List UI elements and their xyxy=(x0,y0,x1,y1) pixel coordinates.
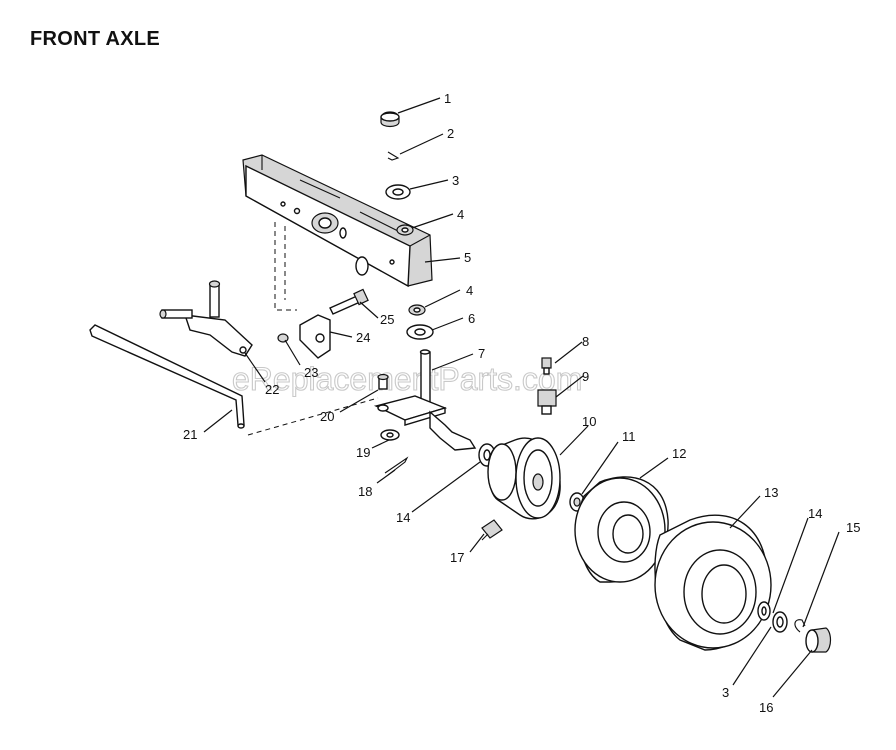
callout-label: 5 xyxy=(464,250,471,265)
callout-label: 12 xyxy=(672,446,686,461)
tire xyxy=(574,476,669,583)
callout-label: 17 xyxy=(450,550,464,565)
callout-label: 2 xyxy=(447,126,454,141)
nut xyxy=(277,333,289,343)
steering-arm xyxy=(159,280,253,357)
callout-label: 6 xyxy=(468,311,475,326)
bushing xyxy=(396,224,414,236)
callout-label: 21 xyxy=(183,427,197,442)
callout-label: 3 xyxy=(722,685,729,700)
callout-label: 1 xyxy=(444,91,451,106)
watermark: eReplacementParts.com xyxy=(232,361,582,397)
bolt xyxy=(377,373,389,390)
callout-label: 22 xyxy=(265,382,279,397)
callout-label: 14 xyxy=(808,506,822,521)
assembly-guide-line xyxy=(274,222,297,311)
callout-label: 20 xyxy=(320,409,334,424)
callout-labels: 1 2 3 4 5 4 6 7 8 9 10 11 12 13 14 15 3 … xyxy=(183,91,860,715)
callout-label: 13 xyxy=(764,485,778,500)
callout-label: 19 xyxy=(356,445,370,460)
cap xyxy=(380,111,400,128)
cotter-pin xyxy=(384,456,409,476)
wheel-rim xyxy=(487,437,561,520)
tire xyxy=(654,514,772,651)
callout-label: 11 xyxy=(622,429,636,444)
callout-label: 9 xyxy=(582,369,589,384)
callout-label: 25 xyxy=(380,312,394,327)
washer xyxy=(406,324,434,340)
axle-beam xyxy=(242,154,433,288)
callout-label: 14 xyxy=(396,510,410,525)
drag-link xyxy=(89,324,245,429)
bolt xyxy=(329,288,369,315)
assembly-guide-line xyxy=(247,397,379,436)
callout-label: 4 xyxy=(457,207,464,222)
callout-label: 10 xyxy=(582,414,596,429)
callout-label: 3 xyxy=(452,173,459,188)
diagram-title: FRONT AXLE xyxy=(30,28,161,50)
grease-fitting xyxy=(537,389,557,415)
washer xyxy=(385,184,411,200)
clip xyxy=(387,151,400,161)
callout-label: 4 xyxy=(466,283,473,298)
callout-label: 18 xyxy=(358,484,372,499)
callout-label: 23 xyxy=(304,365,318,380)
washer xyxy=(757,601,771,621)
hub-cap xyxy=(805,627,832,653)
bracket xyxy=(299,314,331,359)
callout-label: 15 xyxy=(846,520,860,535)
callout-label: 7 xyxy=(478,346,485,361)
leader-lines xyxy=(203,97,840,698)
bushing xyxy=(408,304,426,316)
washer xyxy=(380,429,400,441)
grease-fitting xyxy=(481,519,503,541)
callout-label: 16 xyxy=(759,700,773,715)
grease-fitting xyxy=(541,357,552,375)
washer xyxy=(772,611,788,633)
retaining-clip xyxy=(794,619,806,633)
spindle xyxy=(373,349,477,451)
callout-label: 8 xyxy=(582,334,589,349)
callout-label: 24 xyxy=(356,330,370,345)
